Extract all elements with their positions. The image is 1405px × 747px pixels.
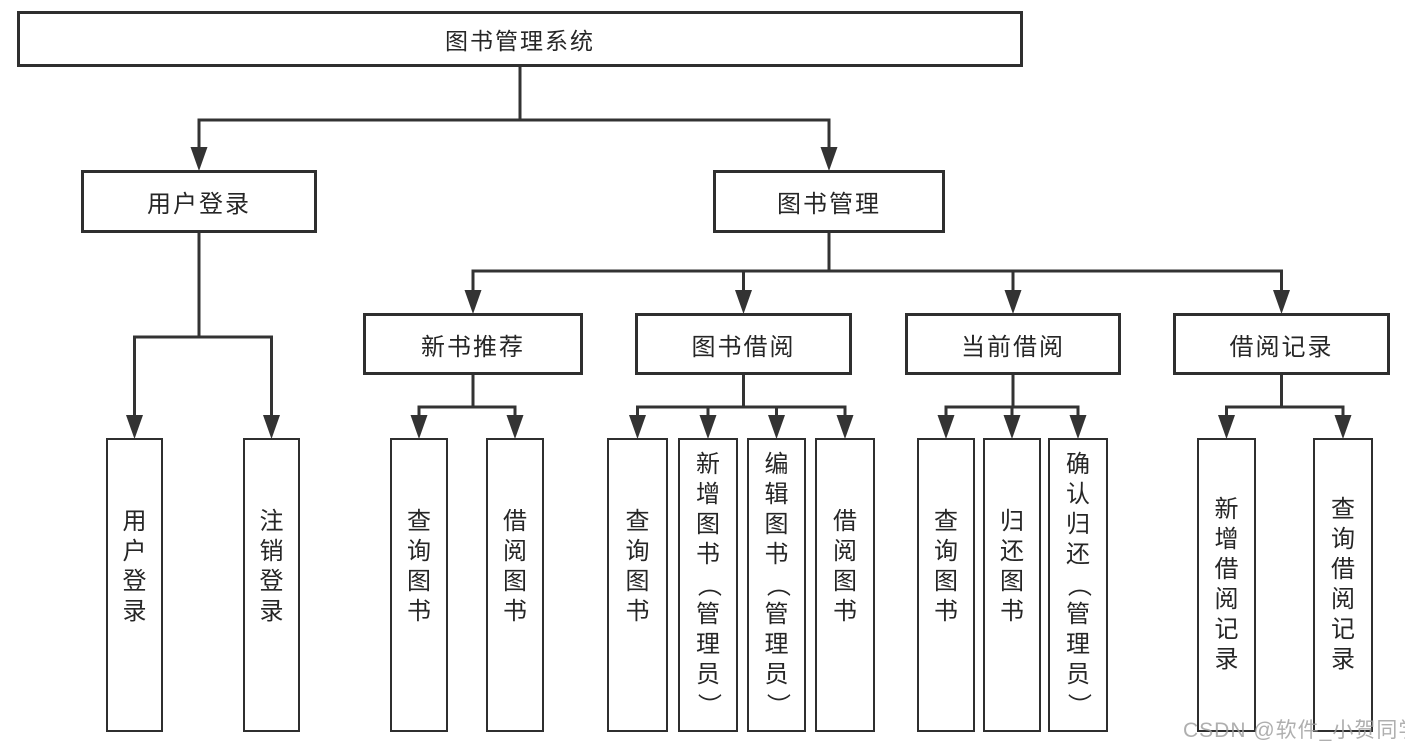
node-label: 图书管理 xyxy=(777,191,881,218)
node-label: 新书推荐 xyxy=(421,333,525,361)
node-label: 用户登录 xyxy=(147,191,251,218)
arrowhead xyxy=(1334,415,1352,439)
connector-user-login xyxy=(133,231,273,425)
node-label: 借阅图书 xyxy=(503,508,527,625)
connector-borrow-records xyxy=(1225,373,1345,425)
node-nb-query: 查询图书 xyxy=(390,438,448,732)
node-label: 新增图书（管理员） xyxy=(695,451,722,717)
connector-new-book-rec xyxy=(417,373,517,425)
node-book-borrow: 图书借阅 xyxy=(635,313,852,375)
node-bb-borrow: 借阅图书 xyxy=(815,438,875,732)
node-br-query: 查询借阅记录 xyxy=(1313,438,1373,732)
node-label: 编辑图书（管理员） xyxy=(763,451,791,717)
node-label: 确认归还（管理员） xyxy=(1065,451,1092,717)
arrowhead xyxy=(836,415,854,439)
node-label: 当前借阅 xyxy=(961,333,1065,361)
node-label: 新增借阅记录 xyxy=(1214,496,1239,673)
node-borrow-records: 借阅记录 xyxy=(1173,313,1390,375)
node-label: 查询图书 xyxy=(934,508,958,625)
node-user-login: 用户登录 xyxy=(81,170,317,233)
arrowhead xyxy=(410,415,428,439)
node-label: 归还图书 xyxy=(1000,508,1024,625)
arrowhead xyxy=(1003,415,1021,439)
csdn-watermark: CSDN @软件_小贺同学 xyxy=(1183,719,1405,742)
node-ul-login: 用户登录 xyxy=(106,438,163,732)
node-current-borrow: 当前借阅 xyxy=(905,313,1121,375)
node-book-mgmt: 图书管理 xyxy=(713,170,945,233)
arrowhead xyxy=(629,415,646,439)
node-bb-add: 新增图书（管理员） xyxy=(678,438,738,732)
arrowhead xyxy=(1273,290,1290,314)
arrowhead xyxy=(1069,415,1087,439)
node-label: 查询借阅记录 xyxy=(1331,496,1355,673)
arrowhead xyxy=(1004,290,1022,314)
connector-book-borrow xyxy=(636,373,847,425)
arrowhead xyxy=(820,147,838,171)
connector-book-mgmt xyxy=(471,231,1283,300)
node-new-book-rec: 新书推荐 xyxy=(363,313,583,375)
node-cb-query: 查询图书 xyxy=(917,438,975,732)
node-bb-edit: 编辑图书（管理员） xyxy=(747,438,806,732)
arrowhead xyxy=(190,147,208,171)
node-bb-query: 查询图书 xyxy=(607,438,668,732)
arrowhead xyxy=(699,415,717,439)
arrowhead xyxy=(937,415,955,439)
connector-current-borrow xyxy=(944,373,1080,425)
node-label: 查询图书 xyxy=(625,508,650,625)
arrowhead xyxy=(464,290,482,314)
node-label: 注销登录 xyxy=(259,508,284,625)
node-label: 图书借阅 xyxy=(691,333,796,361)
arrowhead xyxy=(735,290,752,314)
node-label: 用户登录 xyxy=(122,508,147,625)
node-ul-logout: 注销登录 xyxy=(243,438,300,732)
node-cb-confirm: 确认归还（管理员） xyxy=(1048,438,1108,732)
node-label: 图书管理系统 xyxy=(445,28,595,54)
arrowhead xyxy=(768,415,785,439)
node-cb-return: 归还图书 xyxy=(983,438,1041,732)
arrowhead xyxy=(126,415,143,439)
arrowhead xyxy=(263,415,280,439)
connector-root xyxy=(197,65,831,157)
arrowhead xyxy=(506,415,524,439)
node-label: 借阅图书 xyxy=(833,508,857,625)
node-label: 借阅记录 xyxy=(1229,333,1334,361)
arrowhead xyxy=(1218,415,1235,439)
node-root: 图书管理系统 xyxy=(17,11,1023,67)
node-br-add: 新增借阅记录 xyxy=(1197,438,1256,732)
node-label: 查询图书 xyxy=(407,508,431,625)
node-nb-borrow: 借阅图书 xyxy=(486,438,544,732)
